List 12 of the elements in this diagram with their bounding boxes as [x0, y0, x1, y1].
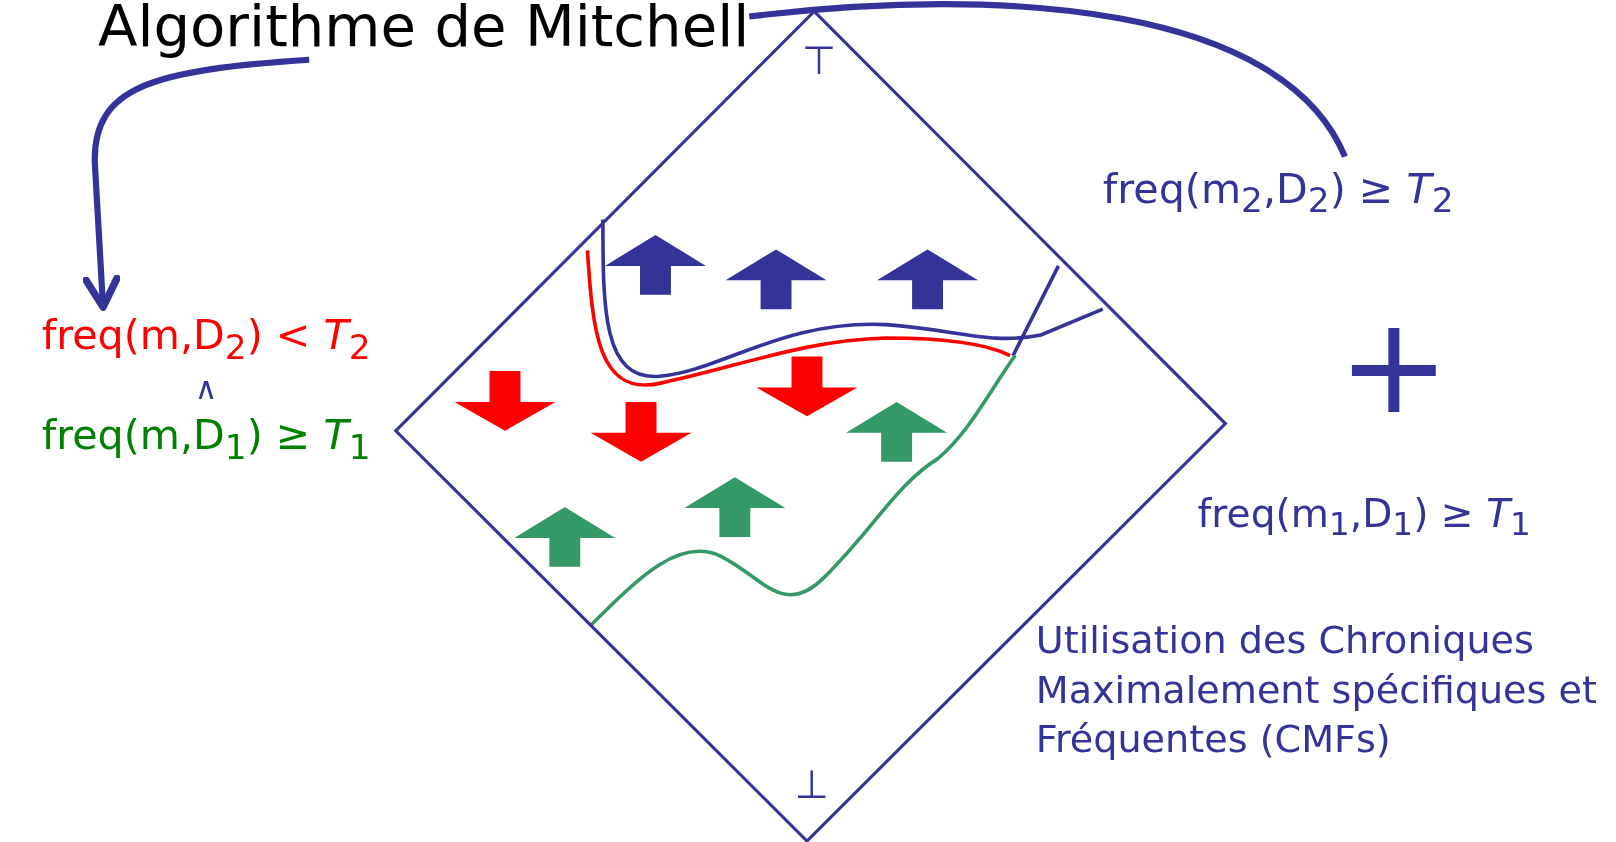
plus-sign: + — [1337, 298, 1450, 433]
curved-arrow — [82, 56, 310, 311]
bottom-symbol: ⊥ — [794, 762, 829, 808]
condition-text: freq(m$_{2}$,D$_{2}$) ≥ T$_{2}$ — [1102, 164, 1454, 221]
condition-text: freq(m$_{1}$,D$_{1}$) ≥ T$_{1}$ — [1197, 489, 1531, 545]
slide-title: Algorithme de Mitchell — [97, 0, 750, 61]
description-text: Utilisation des Chroniques Maximalement spécifiques et Fréquentes (CMFs) — [1035, 617, 1598, 764]
curved-line — [748, 1, 1348, 159]
condition-text: freq(m,D$_{2}$) < T$_{2}$ — [41, 311, 371, 368]
and-symbol: ∧ — [194, 371, 218, 407]
top-symbol: ⊤ — [801, 39, 836, 85]
condition-text: freq(m,D$_{1}$) ≥ T$_{1}$ — [41, 411, 371, 467]
